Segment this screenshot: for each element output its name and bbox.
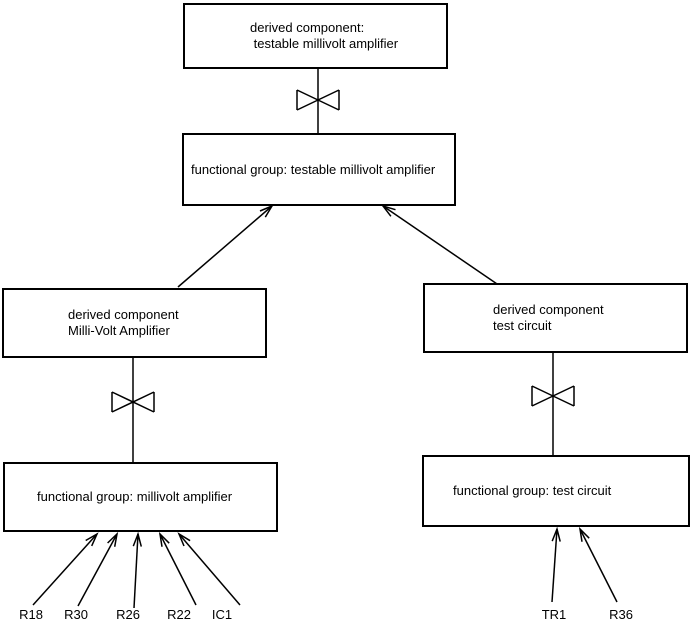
box-functional-millivolt-label: functional group: millivolt amplifier <box>37 489 233 504</box>
box-derived-testable-line2: testable millivolt amplifier <box>250 36 399 51</box>
bowtie-icon-right <box>531 385 575 407</box>
bowtie-icon-top <box>296 89 340 111</box>
box-derived-test-line1: derived component <box>493 302 604 317</box>
arrow-r22 <box>158 531 197 606</box>
arrow-ic1 <box>177 532 241 606</box>
box-derived-test-line2: test circuit <box>493 318 552 333</box>
box-derived-testable-millivolt-amplifier: derived component: testable millivolt am… <box>183 3 448 69</box>
label-ic1: IC1 <box>211 607 233 622</box>
box-functional-test-circuit: functional group: test circuit <box>422 455 690 527</box>
arrow-tr1 <box>551 526 561 603</box>
arrow-r18 <box>32 532 99 606</box>
label-r26: R26 <box>116 607 140 622</box>
arrow-millivolt-to-testable <box>177 204 274 288</box>
box-functional-millivolt-amplifier: functional group: millivolt amplifier <box>3 462 278 532</box>
label-r36: R36 <box>609 607 633 622</box>
box-functional-test-label: functional group: test circuit <box>453 483 612 498</box>
box-functional-testable-millivolt-amplifier: functional group: testable millivolt amp… <box>182 133 456 206</box>
label-tr1: TR1 <box>541 607 567 622</box>
box-functional-testable-label: functional group: testable millivolt amp… <box>191 161 436 177</box>
box-derived-test-circuit: derived component test circuit <box>423 283 688 353</box>
arrow-r26 <box>132 531 143 609</box>
box-derived-millivolt-amplifier: derived component Milli-Volt Amplifier <box>2 288 267 358</box>
label-r22: R22 <box>167 607 191 622</box>
label-r30: R30 <box>64 607 88 622</box>
arrow-r36 <box>578 526 618 603</box>
arrow-test-to-testable <box>381 204 501 287</box>
bowtie-icon-left <box>111 391 155 413</box>
box-derived-millivolt-line2: Milli-Volt Amplifier <box>68 323 170 338</box>
box-derived-testable-line1: derived component: <box>250 20 365 35</box>
box-derived-millivolt-line1: derived component <box>68 307 179 322</box>
label-r18: R18 <box>19 607 43 622</box>
arrow-r30 <box>77 531 119 607</box>
